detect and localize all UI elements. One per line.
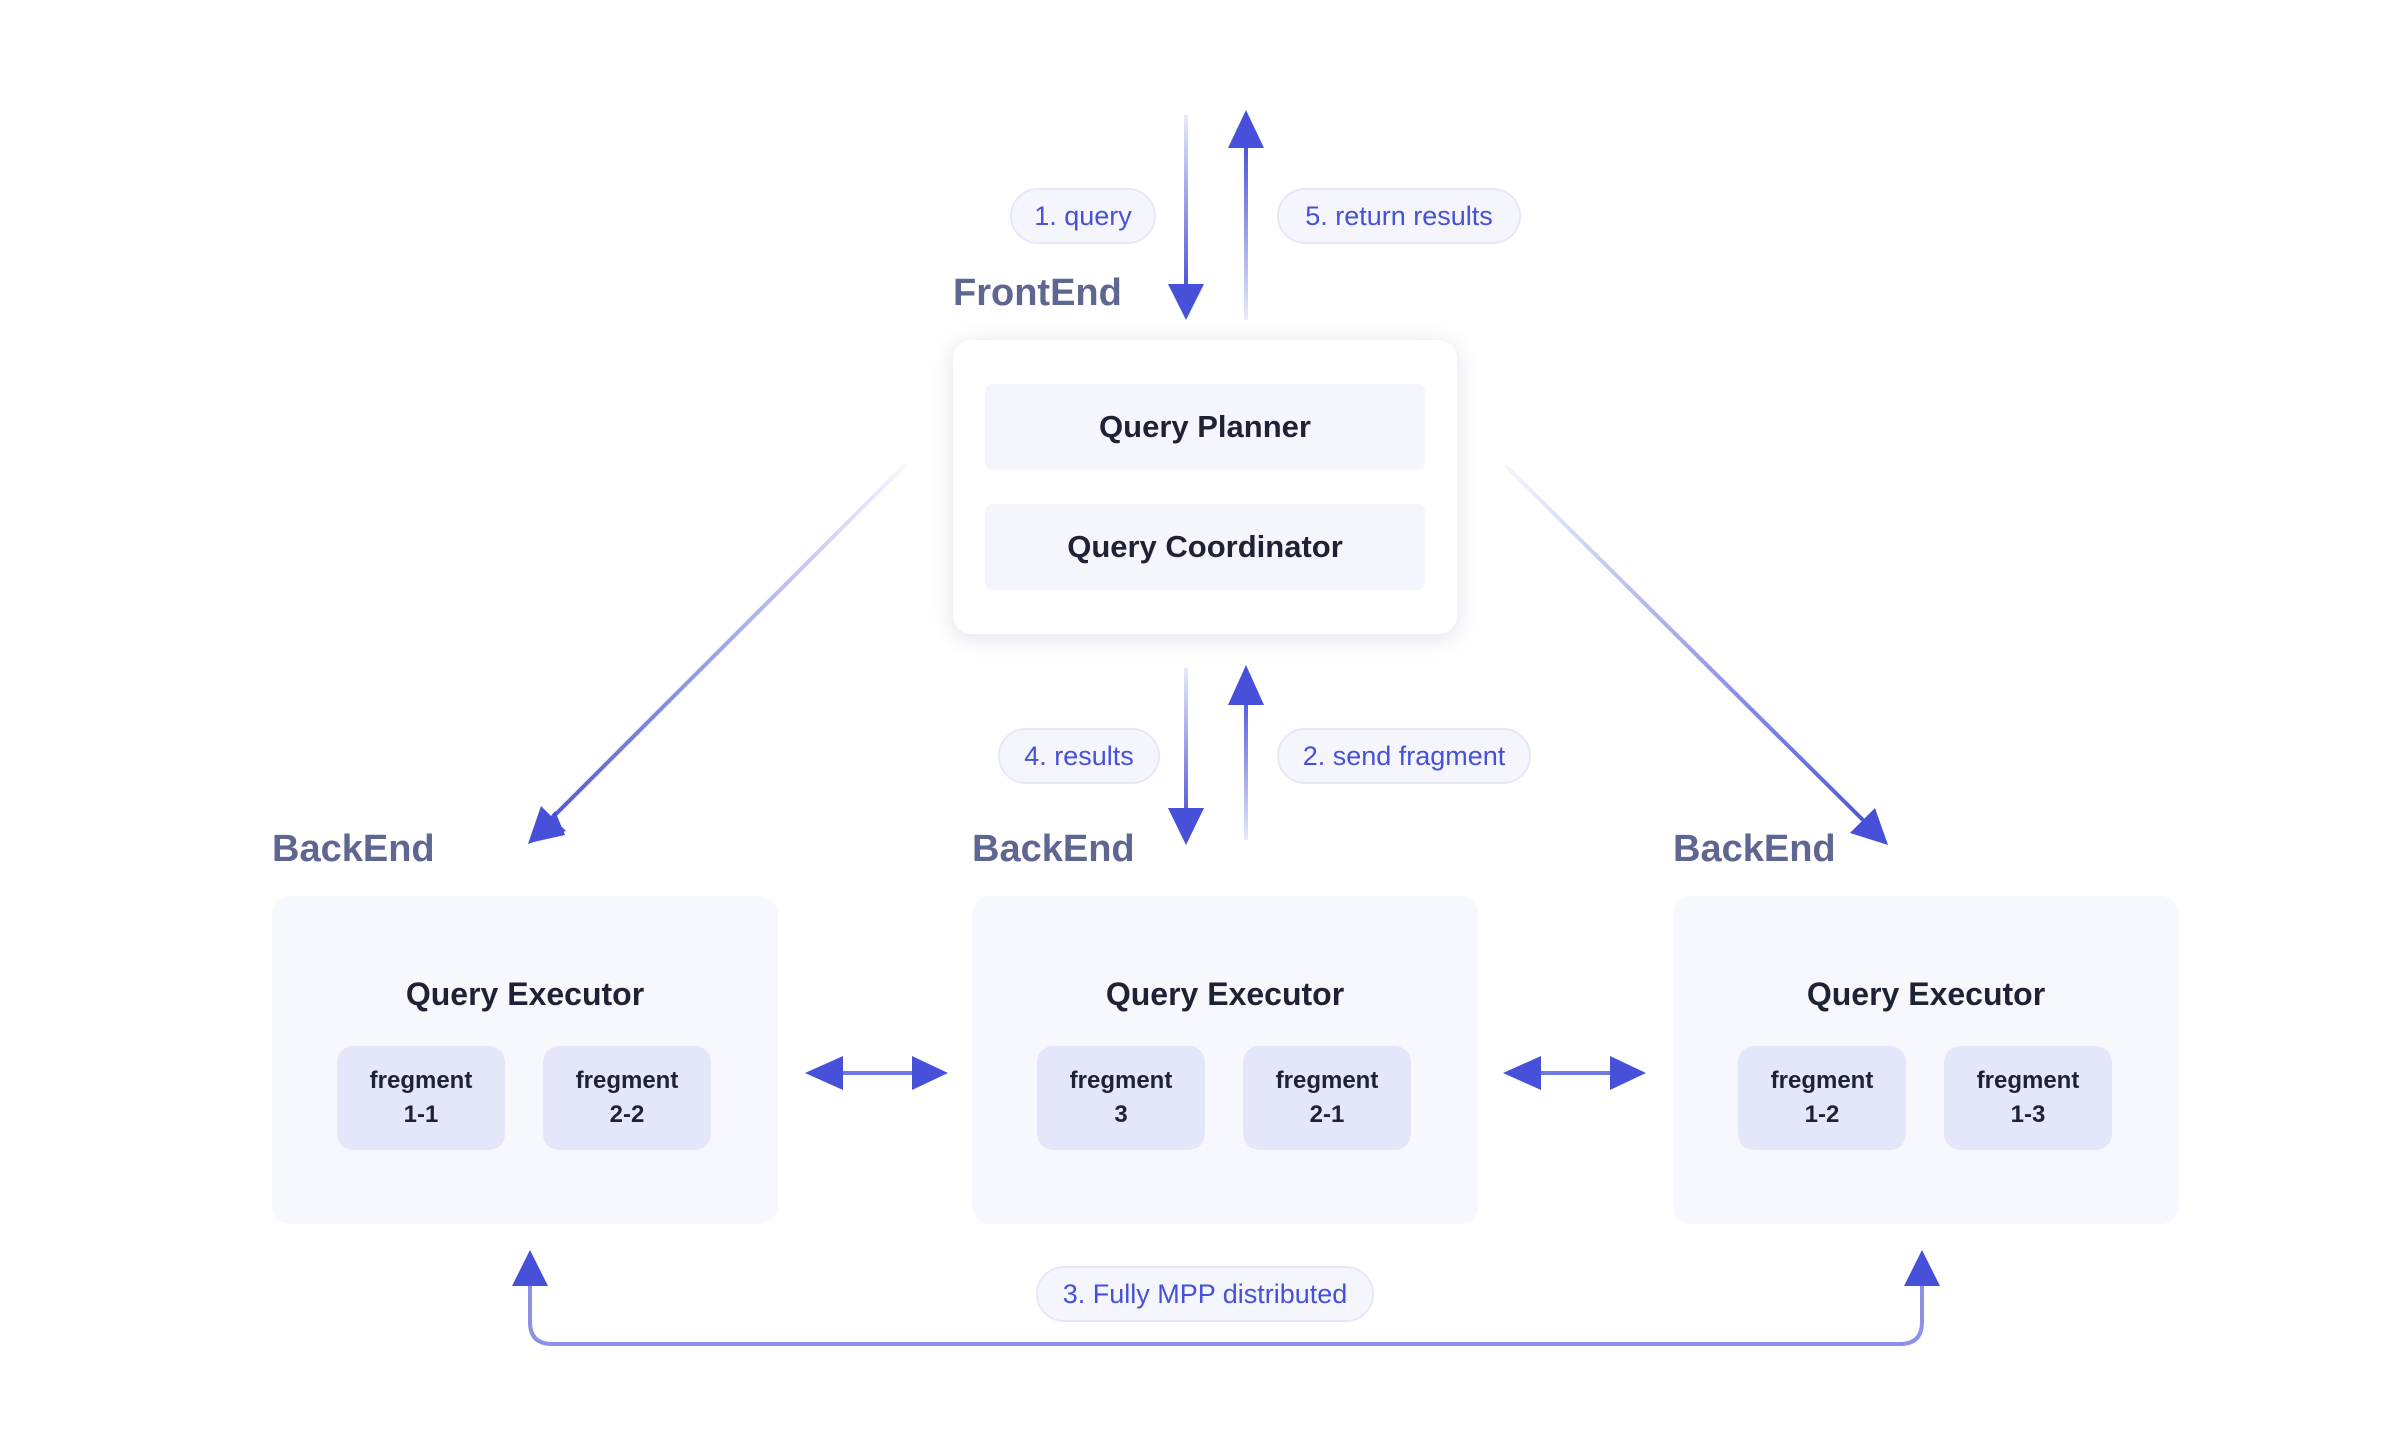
frontend-title: FrontEnd — [953, 272, 1122, 314]
fragment-label: fregment — [1770, 1067, 1874, 1094]
backend-card-right: Query Executor fregment 1-2 fregment 1-3 — [1673, 896, 2179, 1224]
step-send-fragment-label: 2. send fragment — [1277, 728, 1531, 784]
query-coordinator-module: Query Coordinator — [985, 504, 1425, 590]
fragment-id: 2-1 — [1309, 1101, 1345, 1128]
fragment-id: 3 — [1114, 1101, 1128, 1128]
backend-title-middle: BackEnd — [972, 828, 1135, 870]
fragment-box: fregment 2-1 — [1243, 1046, 1411, 1150]
return-results-arrow — [1228, 110, 1264, 320]
send-fragment-arrow — [1228, 665, 1264, 840]
query-executor-title: Query Executor — [1806, 976, 2046, 1012]
fragment-box: fregment 2-2 — [543, 1046, 711, 1150]
backend-title-right: BackEnd — [1673, 828, 1836, 870]
query-arrow — [1168, 115, 1204, 320]
step-results-label: 4. results — [998, 728, 1160, 784]
frontend-to-left-backend-arrow — [528, 463, 907, 844]
fragment-id: 1-3 — [2010, 1101, 2046, 1128]
step-return-results-label: 5. return results — [1277, 188, 1521, 244]
frontend-card: Query Planner Query Coordinator — [953, 340, 1457, 634]
backend-card-middle: Query Executor fregment 3 fregment 2-1 — [972, 896, 1478, 1224]
fragment-label: fregment — [1069, 1067, 1173, 1094]
frontend-to-right-backend-arrow — [1503, 463, 1888, 845]
query-executor-title: Query Executor — [405, 976, 645, 1012]
middle-right-exchange-arrow — [1503, 1056, 1646, 1090]
backend-title-left: BackEnd — [272, 828, 435, 870]
fragment-box: fregment 1-2 — [1738, 1046, 1906, 1150]
fragment-box: fregment 3 — [1037, 1046, 1205, 1150]
fragment-box: fregment 1-1 — [337, 1046, 505, 1150]
fragment-label: fregment — [575, 1067, 679, 1094]
backend-card-left: Query Executor fregment 1-1 fregment 2-2 — [272, 896, 778, 1224]
fragment-label: fregment — [369, 1067, 473, 1094]
step-distributed-label: 3. Fully MPP distributed — [1036, 1266, 1374, 1322]
step-query-label: 1. query — [1010, 188, 1156, 244]
fragment-id: 1-2 — [1804, 1101, 1840, 1128]
fragment-label: fregment — [1275, 1067, 1379, 1094]
results-arrow — [1168, 668, 1204, 845]
fragment-label: fregment — [1976, 1067, 2080, 1094]
fragment-id: 1-1 — [403, 1101, 439, 1128]
left-middle-exchange-arrow — [805, 1056, 948, 1090]
fragment-box: fregment 1-3 — [1944, 1046, 2112, 1150]
fragment-id: 2-2 — [609, 1101, 645, 1128]
distributed-connector — [512, 1250, 1940, 1346]
query-executor-title: Query Executor — [1105, 976, 1345, 1012]
query-planner-module: Query Planner — [985, 384, 1425, 470]
